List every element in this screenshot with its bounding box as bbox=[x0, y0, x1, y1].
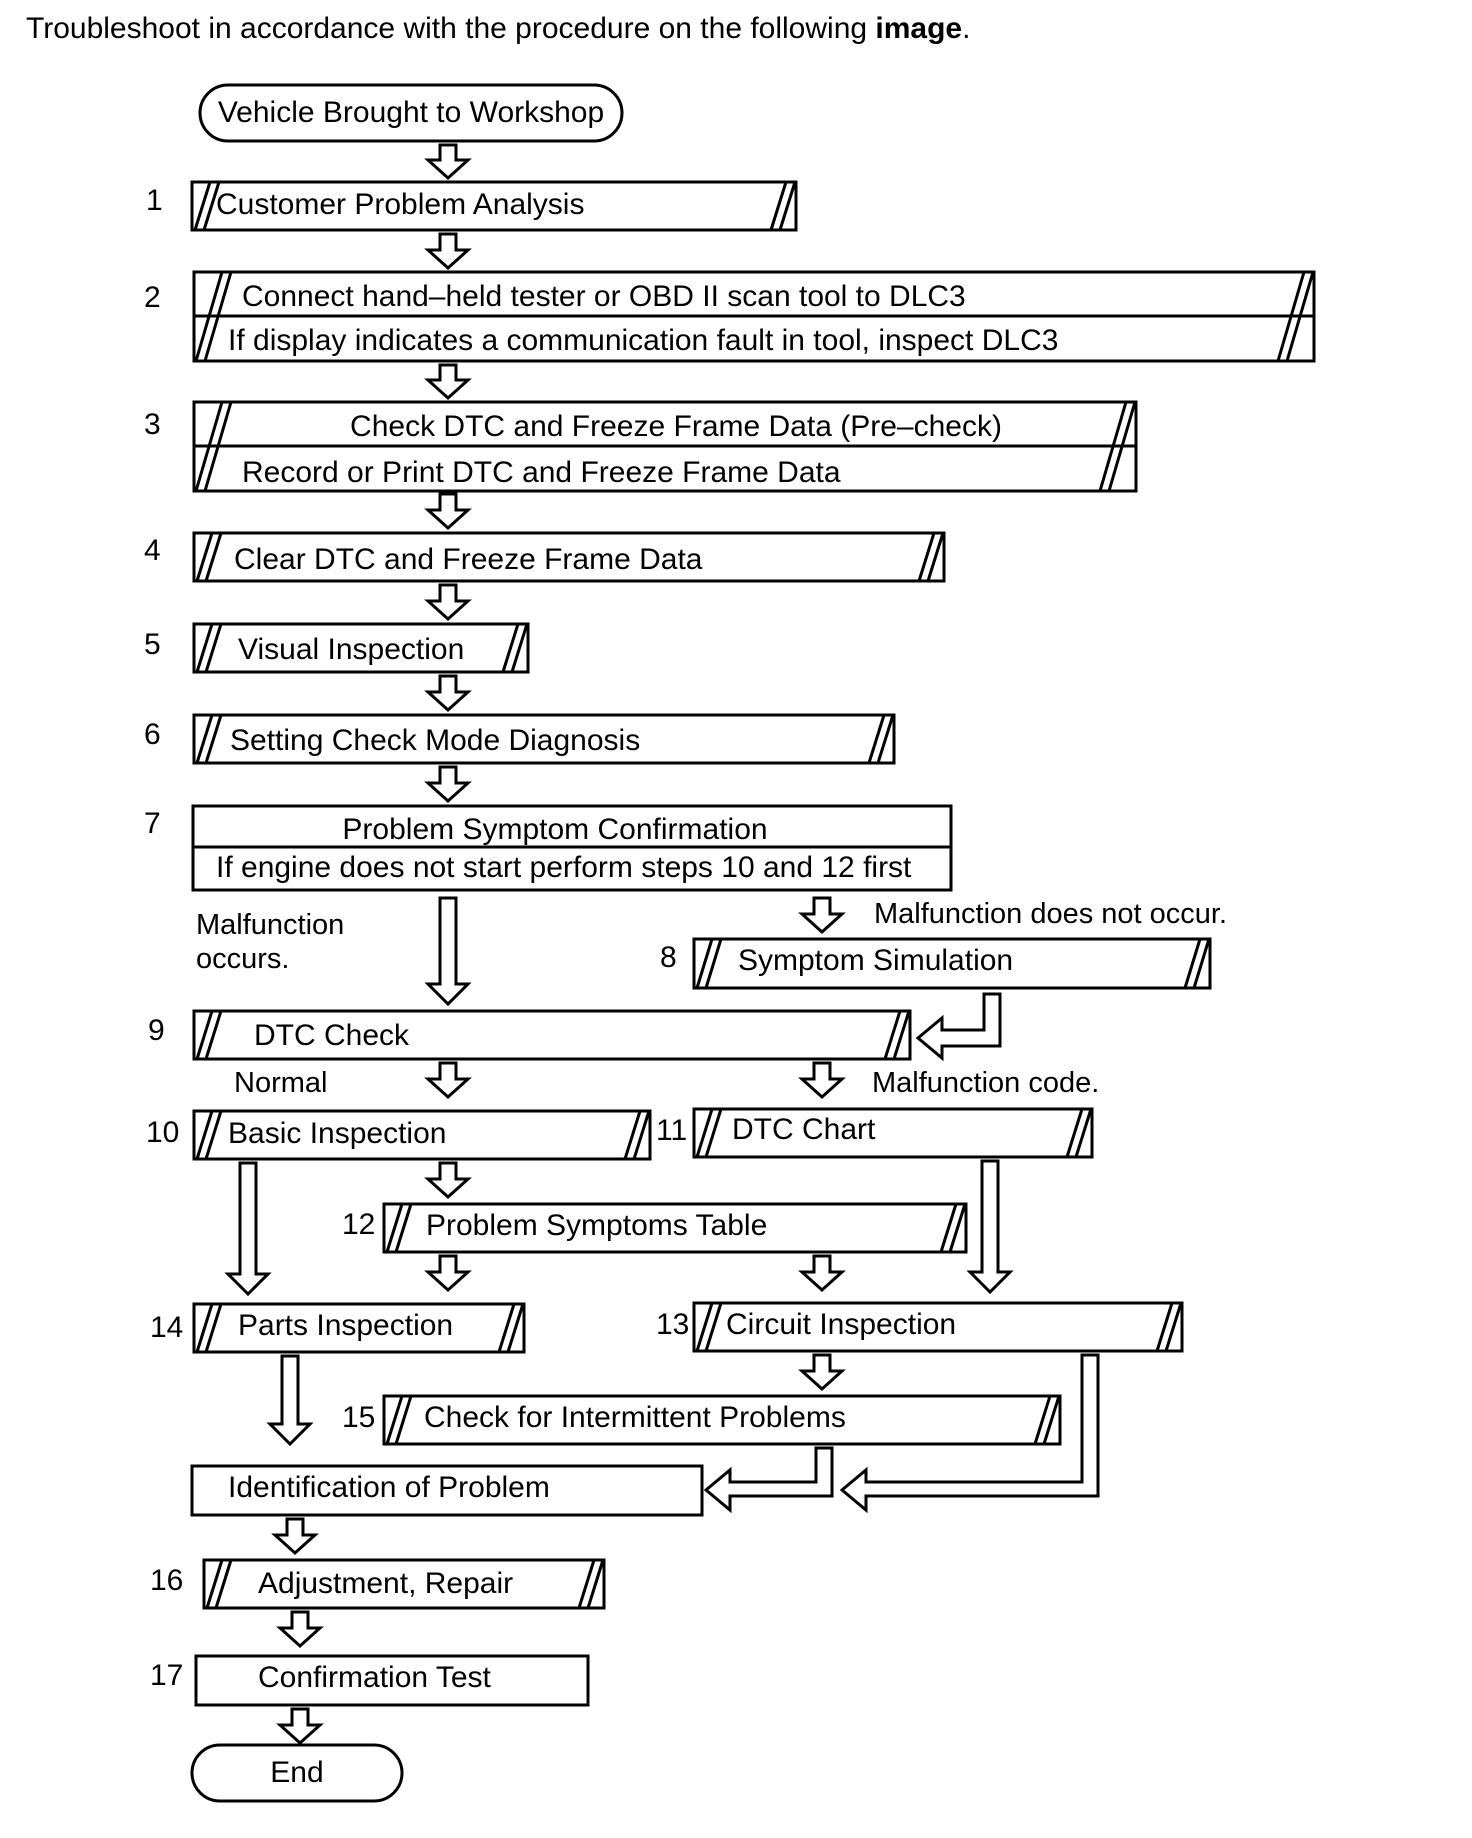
start-label: Vehicle Brought to Workshop bbox=[218, 96, 604, 129]
step-15-number: 15 bbox=[342, 1401, 375, 1434]
step-6-box bbox=[192, 713, 896, 765]
step-9-number: 9 bbox=[148, 1014, 165, 1047]
step-13-box bbox=[692, 1301, 1184, 1353]
arrow-3-to-4 bbox=[424, 492, 472, 531]
step-10-number: 10 bbox=[146, 1116, 179, 1149]
step-2-number: 2 bbox=[144, 281, 161, 314]
step-4-box bbox=[192, 531, 946, 583]
arrow-13-to-15 bbox=[798, 1353, 846, 1392]
arrow-1-to-2 bbox=[424, 232, 472, 271]
step-7-line-1: Problem Symptom Confirmation bbox=[342, 813, 767, 846]
step-11-label: DTC Chart bbox=[732, 1113, 876, 1146]
end-label: End bbox=[270, 1756, 323, 1789]
malfunction-occurs-label-1: Malfunction bbox=[196, 909, 344, 941]
step-7-number: 7 bbox=[144, 807, 161, 840]
arrow-12-to-14 bbox=[424, 1254, 472, 1293]
step-4-number: 4 bbox=[144, 534, 161, 567]
step-17-box bbox=[194, 1654, 590, 1707]
step-5-box bbox=[192, 622, 530, 674]
step-15-label: Check for Intermittent Problems bbox=[424, 1401, 846, 1434]
step-16-label: Adjustment, Repair bbox=[258, 1567, 513, 1600]
arrow-9-to-11 bbox=[798, 1061, 846, 1100]
step-6-label: Setting Check Mode Diagnosis bbox=[230, 724, 640, 757]
arrow-identification-to-16 bbox=[271, 1517, 319, 1556]
malfunction-not-occur-label: Malfunction does not occur. bbox=[874, 898, 1227, 930]
step-17-label: Confirmation Test bbox=[258, 1661, 492, 1694]
arrow-7-to-8 bbox=[798, 896, 846, 935]
step-3-line-1: Check DTC and Freeze Frame Data (Pre–che… bbox=[350, 410, 1002, 443]
arrow-7-to-9 bbox=[424, 896, 472, 1007]
step-15-box bbox=[382, 1394, 1062, 1446]
flow-arrows bbox=[224, 143, 1100, 1746]
arrow-4-to-5 bbox=[424, 583, 472, 622]
arrow-17-to-end bbox=[276, 1707, 324, 1746]
arrow-16-to-17 bbox=[276, 1610, 324, 1649]
step-3-number: 3 bbox=[144, 408, 161, 441]
step-10-label: Basic Inspection bbox=[228, 1117, 446, 1150]
step-12-box bbox=[382, 1202, 968, 1254]
identification-box bbox=[190, 1464, 704, 1517]
step-16-number: 16 bbox=[150, 1564, 183, 1597]
step-9-label: DTC Check bbox=[254, 1019, 410, 1052]
step-2-line-1: Connect hand–held tester or OBD II scan … bbox=[242, 280, 966, 313]
step-14-label: Parts Inspection bbox=[238, 1309, 453, 1342]
identification-label: Identification of Problem bbox=[228, 1471, 550, 1504]
step-12-label: Problem Symptoms Table bbox=[426, 1209, 767, 1242]
step-8-number: 8 bbox=[660, 941, 677, 974]
step-11-box bbox=[692, 1107, 1094, 1159]
intro-text: Troubleshoot in accordance with the proc… bbox=[26, 12, 970, 45]
step-5-label: Visual Inspection bbox=[238, 633, 464, 666]
step-5-number: 5 bbox=[144, 628, 161, 661]
step-13-number: 13 bbox=[656, 1308, 689, 1341]
step-16-box bbox=[202, 1558, 606, 1610]
malfunction-occurs-label-2: occurs. bbox=[196, 943, 289, 975]
step-7-line-2: If engine does not start perform steps 1… bbox=[216, 851, 912, 884]
step-1-box bbox=[190, 180, 798, 232]
step-11-number: 11 bbox=[656, 1114, 687, 1147]
step-9-box bbox=[192, 1009, 912, 1061]
step-2-line-2: If display indicates a communication fau… bbox=[228, 324, 1058, 357]
arrow-10-to-12 bbox=[424, 1161, 472, 1200]
step-17-number: 17 bbox=[150, 1659, 183, 1692]
arrow-12-to-13 bbox=[798, 1254, 846, 1293]
arrow-14-to-identification bbox=[266, 1354, 314, 1447]
normal-label: Normal bbox=[234, 1067, 327, 1099]
step-14-box bbox=[192, 1302, 526, 1354]
step-13-label: Circuit Inspection bbox=[726, 1308, 956, 1341]
step-8-box bbox=[692, 937, 1212, 990]
arrow-6-to-7 bbox=[424, 765, 472, 804]
arrow-13-to-identification bbox=[839, 1353, 1100, 1514]
step-3-line-2: Record or Print DTC and Freeze Frame Dat… bbox=[242, 456, 841, 489]
arrow-9-to-10 bbox=[424, 1061, 472, 1100]
step-1-number: 1 bbox=[146, 184, 163, 217]
arrow-start-to-1 bbox=[424, 143, 472, 181]
arrow-5-to-6 bbox=[424, 674, 472, 713]
arrow-10-to-14 bbox=[224, 1161, 272, 1297]
end-terminal bbox=[190, 1743, 404, 1803]
arrow-15-to-identification bbox=[703, 1446, 834, 1514]
step-14-number: 14 bbox=[150, 1311, 183, 1344]
malfunction-code-label: Malfunction code. bbox=[872, 1067, 1099, 1099]
step-12-number: 12 bbox=[342, 1208, 375, 1241]
step-6-number: 6 bbox=[144, 718, 161, 751]
start-terminal bbox=[198, 83, 624, 143]
step-1-label: Customer Problem Analysis bbox=[216, 188, 584, 221]
arrow-8-to-9 bbox=[915, 992, 1002, 1062]
arrow-2-to-3 bbox=[424, 363, 472, 401]
arrow-11-to-13 bbox=[966, 1159, 1014, 1295]
step-10-box bbox=[192, 1109, 652, 1161]
step-4-label: Clear DTC and Freeze Frame Data bbox=[234, 543, 703, 576]
step-8-label: Symptom Simulation bbox=[738, 944, 1013, 977]
